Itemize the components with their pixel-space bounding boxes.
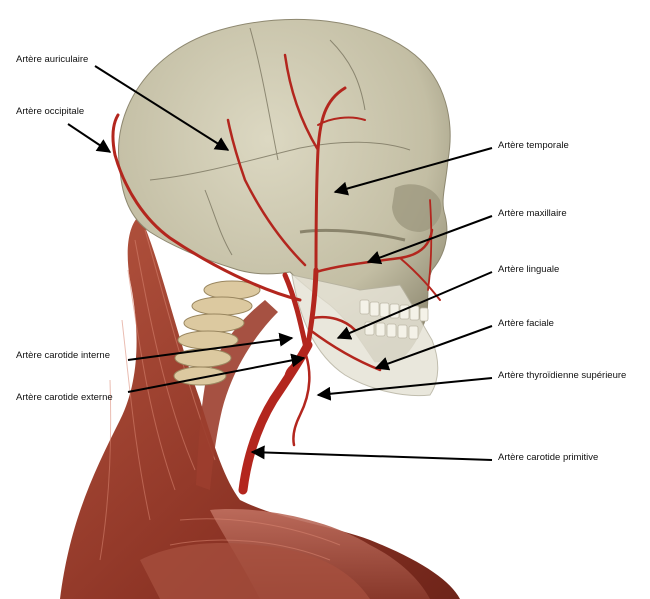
label-carotide-interne: Artère carotide interne	[16, 350, 110, 362]
label-maxillaire: Artère maxillaire	[498, 208, 567, 220]
arrow-carotide-primitive	[252, 452, 492, 460]
arrow-occipitale	[68, 124, 110, 152]
label-thyroidienne: Artère thyroïdienne supérieure	[498, 370, 626, 382]
label-temporale: Artère temporale	[498, 140, 569, 152]
label-occipitale: Artère occipitale	[16, 106, 84, 118]
label-carotide-externe: Artère carotide externe	[16, 392, 113, 404]
label-auriculaire: Artère auriculaire	[16, 54, 88, 66]
label-linguale: Artère linguale	[498, 264, 559, 276]
label-faciale: Artère faciale	[498, 318, 554, 330]
label-carotide-primitive: Artère carotide primitive	[498, 452, 598, 464]
